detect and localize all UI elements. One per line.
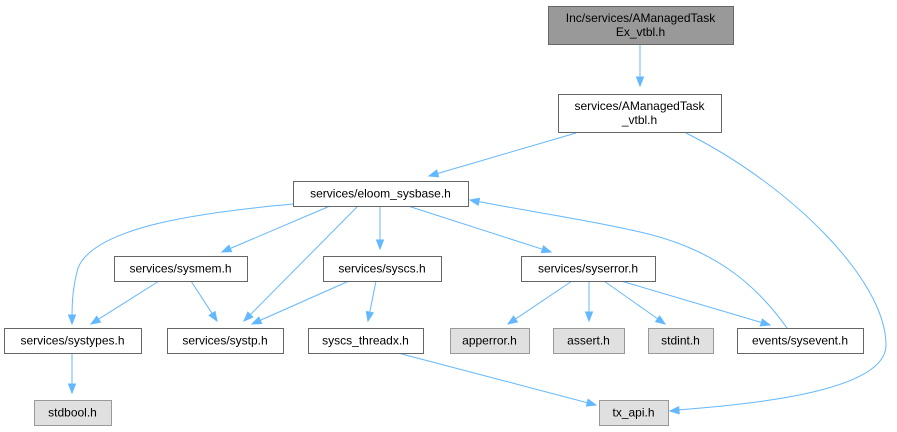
- node-syscs-threadx[interactable]: syscs_threadx.h: [308, 328, 424, 354]
- node-stdbool[interactable]: stdbool.h: [34, 400, 112, 426]
- node-label-line: services/syserror.h: [538, 262, 638, 276]
- node-assert[interactable]: assert.h: [553, 328, 625, 354]
- node-label-line: Inc/services/AManagedTask: [566, 11, 716, 25]
- node-box: [558, 94, 722, 133]
- node-label-line: events/sysevent.h: [752, 334, 848, 348]
- edge-sysbase-to-systp: [243, 206, 358, 322]
- edge-syscs-to-syscs_threadx: [365, 280, 377, 323]
- node-label-line: Ex_vtbl.h: [616, 25, 665, 39]
- edges-layer: [67, 44, 887, 415]
- node-label-line: stdint.h: [661, 334, 700, 348]
- nodes-layer: Inc/services/AManagedTaskEx_vtbl.hservic…: [4, 6, 864, 426]
- node-box: [4, 328, 142, 354]
- edge-syserror-to-apperror: [506, 280, 573, 325]
- edge-sysbase-to-syserror: [407, 205, 553, 254]
- node-box: [450, 328, 530, 354]
- node-stdint[interactable]: stdint.h: [648, 328, 714, 354]
- node-box: [323, 256, 442, 282]
- edge-sysmem-to-systp: [190, 280, 218, 323]
- node-apperror[interactable]: apperror.h: [450, 328, 530, 354]
- node-systp[interactable]: services/systp.h: [167, 328, 284, 354]
- edge-syscs-to-systp: [250, 280, 350, 325]
- node-box: [114, 256, 248, 282]
- edge-sysbase-to-systypes: [67, 203, 294, 326]
- node-box: [648, 328, 714, 354]
- node-box: [34, 400, 112, 426]
- node-label-line: syscs_threadx.h: [322, 334, 409, 348]
- node-box: [167, 328, 284, 354]
- node-label-line: _vtbl.h: [621, 113, 657, 127]
- node-label-line: assert.h: [567, 334, 610, 348]
- edge-sysbase-to-sysmem: [220, 205, 331, 253]
- edge-amt_vtbl-to-tx_api: [668, 132, 887, 415]
- node-box: [553, 328, 625, 354]
- edge-sysevent-to-sysbase: [468, 197, 788, 329]
- node-label-line: services/AManagedTask: [574, 99, 705, 113]
- node-label-line: services/eloom_sysbase.h: [310, 187, 451, 201]
- node-sysevent[interactable]: events/sysevent.h: [737, 328, 864, 354]
- node-label-line: apperror.h: [462, 334, 517, 348]
- node-box: [548, 6, 734, 45]
- edge-sysmem-to-systypes: [89, 280, 160, 325]
- node-label-line: services/sysmem.h: [129, 262, 231, 276]
- edge-syserror-to-sysevent: [620, 280, 772, 327]
- edge-syscs_threadx-to-tx_api: [397, 352, 598, 407]
- edge-amt_vtbl-to-sysbase: [427, 132, 577, 178]
- node-label-line: tx_api.h: [612, 406, 654, 420]
- node-sysmem[interactable]: services/sysmem.h: [114, 256, 248, 282]
- edge-syserror-to-stdint: [603, 280, 667, 325]
- node-box: [737, 328, 864, 354]
- node-label-line: services/systypes.h: [20, 334, 124, 348]
- node-syscs[interactable]: services/syscs.h: [323, 256, 442, 282]
- node-label-line: services/syscs.h: [338, 262, 425, 276]
- edge-sysbase-to-syscs: [375, 207, 385, 251]
- edge-root-to-amt_vtbl: [635, 44, 645, 88]
- edge-syserror-to-assert: [584, 281, 594, 323]
- node-label-line: stdbool.h: [48, 406, 97, 420]
- node-box: [599, 400, 669, 426]
- edge-systypes-to-stdbool: [67, 353, 77, 395]
- node-amt-vtbl[interactable]: services/AManagedTask_vtbl.h: [558, 94, 722, 133]
- node-systypes[interactable]: services/systypes.h: [4, 328, 142, 354]
- node-syserror[interactable]: services/syserror.h: [521, 256, 656, 282]
- node-tx-api[interactable]: tx_api.h: [599, 400, 669, 426]
- node-box: [308, 328, 424, 354]
- node-label-line: services/systp.h: [182, 334, 267, 348]
- node-sysbase[interactable]: services/eloom_sysbase.h: [293, 181, 469, 207]
- node-box: [521, 256, 656, 282]
- node-box: [293, 181, 469, 207]
